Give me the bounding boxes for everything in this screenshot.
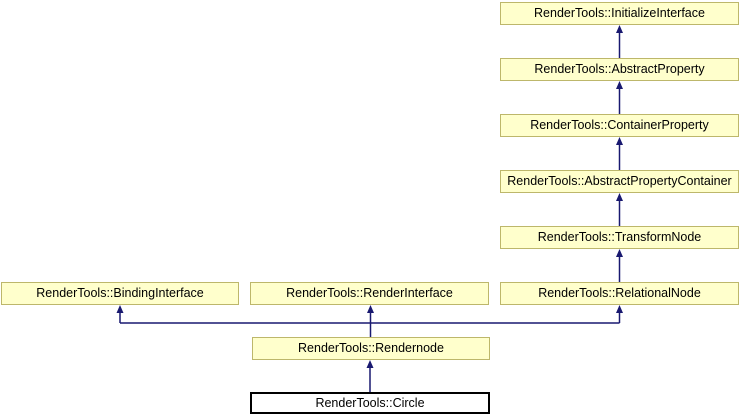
node-abstract-property[interactable]: RenderTools::AbstractProperty: [500, 58, 739, 81]
node-circle-current-class: RenderTools::Circle: [250, 392, 490, 414]
edge-transformnode-to-abstractpropertycontainer: [616, 193, 623, 226]
edge-abstractproperty-to-initializeinterface: [616, 25, 623, 58]
edge-rendernode-to-parents: [116, 305, 623, 337]
edge-abstractpropertycontainer-to-containerproperty: [616, 137, 623, 170]
node-initialize-interface[interactable]: RenderTools::InitializeInterface: [500, 2, 739, 25]
edge-containerproperty-to-abstractproperty: [616, 81, 623, 114]
node-container-property[interactable]: RenderTools::ContainerProperty: [500, 114, 739, 137]
node-transform-node[interactable]: RenderTools::TransformNode: [500, 226, 739, 249]
node-render-interface[interactable]: RenderTools::RenderInterface: [250, 282, 489, 305]
node-relational-node[interactable]: RenderTools::RelationalNode: [500, 282, 739, 305]
node-abstract-property-container[interactable]: RenderTools::AbstractPropertyContainer: [500, 170, 739, 193]
node-binding-interface[interactable]: RenderTools::BindingInterface: [1, 282, 239, 305]
node-rendernode[interactable]: RenderTools::Rendernode: [252, 337, 490, 360]
edge-relationalnode-to-transformnode: [616, 249, 623, 282]
edge-circle-to-rendernode: [366, 360, 374, 392]
